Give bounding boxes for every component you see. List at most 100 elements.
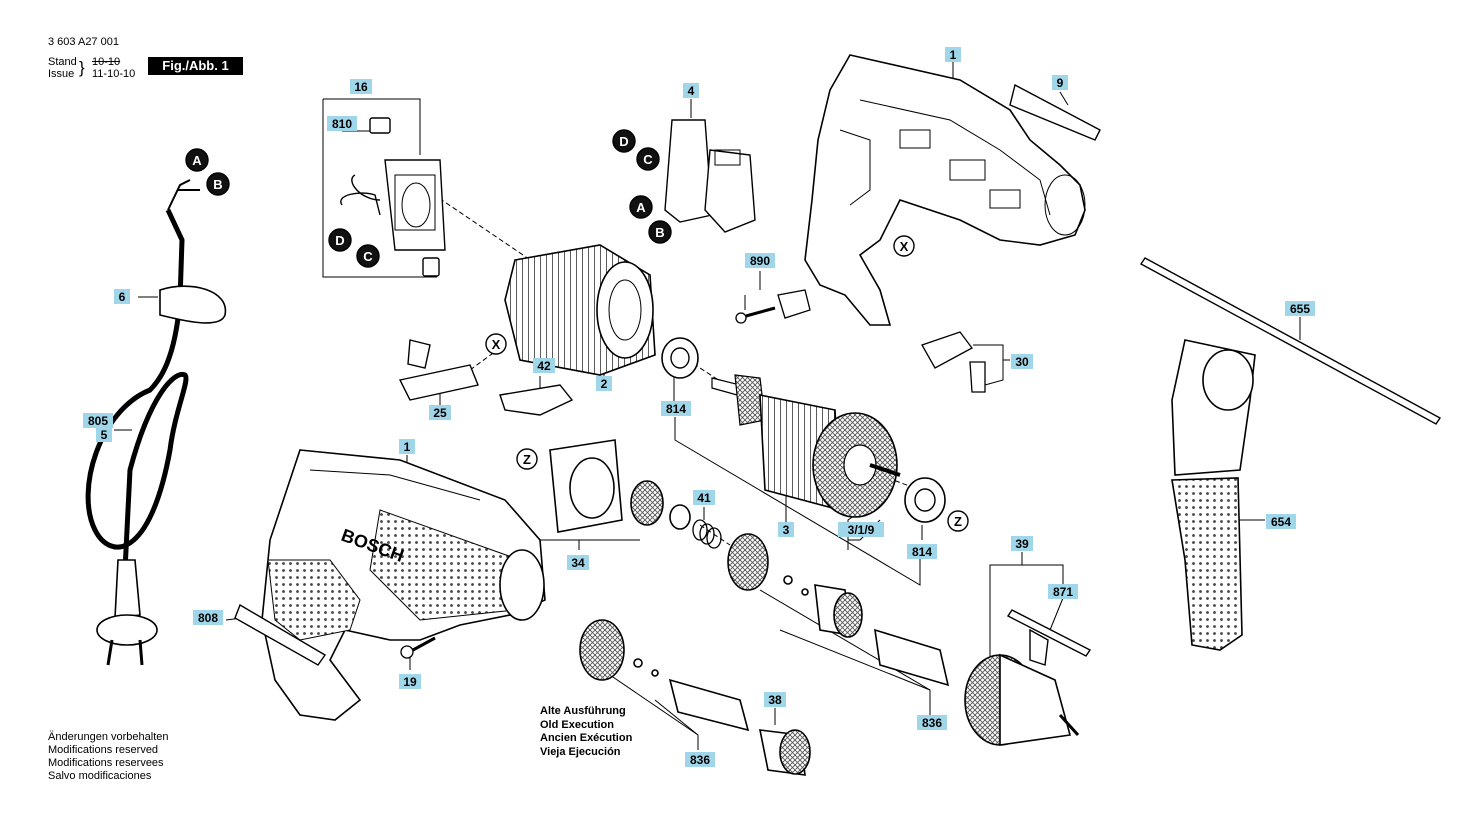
part-label-text: 34 (571, 556, 585, 570)
part-label-bg (1052, 75, 1068, 90)
stand-date: 10-10 (92, 56, 121, 68)
armature-part (711, 374, 901, 518)
part-label-bg (1011, 536, 1033, 551)
housing-half-part (804, 54, 1086, 326)
old-gear-part (579, 619, 811, 776)
part-label-p3: 3 (778, 522, 794, 537)
part-label-p9: 9 (1052, 75, 1068, 90)
part-label-p836b: 836 (685, 752, 715, 767)
part-label-p890: 890 (745, 253, 775, 268)
callout-circle (648, 220, 672, 244)
part-label-text: 814 (666, 402, 686, 416)
part-label-bg (83, 413, 113, 428)
part-label-text: 6 (119, 290, 126, 304)
part-label-bg (745, 253, 775, 268)
part-label-bg (685, 752, 715, 767)
screw-link-part (735, 289, 811, 324)
part-label-bg (1011, 354, 1033, 369)
switch-block-part (921, 331, 986, 393)
part-label-text: 890 (750, 254, 770, 268)
part-label-p4: 4 (683, 83, 699, 98)
gear-spindle-part (727, 533, 950, 687)
part-label-p814a: 814 (661, 401, 691, 416)
part-label-bg (1048, 584, 1078, 599)
part-label-text: 810 (332, 117, 352, 131)
callout-letter: X (900, 239, 909, 254)
wedge-part (1009, 83, 1101, 141)
part-label-bg (193, 610, 223, 625)
callout-letter: A (636, 200, 646, 215)
part-label-p30: 30 (1011, 354, 1033, 369)
part-label-p1b: 1 (399, 439, 415, 454)
callout-letter: A (192, 153, 202, 168)
part-label-text: 814 (912, 545, 932, 559)
part-label-p42: 42 (533, 358, 555, 373)
figure-label: Fig./Abb. 1 (148, 57, 243, 75)
note-es: Salvo modificaciones (48, 770, 152, 782)
part-label-text: 4 (688, 84, 695, 98)
callout-cZ1: Z (516, 448, 538, 470)
callout-letter: B (655, 225, 664, 240)
part-label-bg (596, 376, 612, 391)
part-label-p319: 3/1/9 (838, 522, 884, 537)
callout-cA1: A (185, 148, 209, 172)
part-label-p19: 19 (399, 674, 421, 689)
part-label-p2: 2 (596, 376, 612, 391)
cover-part (398, 339, 574, 416)
callout-circle (893, 235, 915, 257)
callout-cA2: A (629, 195, 653, 219)
stand-label: Stand (48, 56, 77, 68)
part-label-p6: 6 (114, 289, 130, 304)
note-en: Modifications reserved (48, 744, 159, 756)
part-label-p5: 5 (96, 427, 112, 442)
callout-circle (328, 228, 352, 252)
callout-circle (516, 448, 538, 470)
part-label-p655: 655 (1285, 301, 1315, 316)
chuck-part (964, 653, 1080, 746)
part-label-p654: 654 (1266, 514, 1296, 529)
bearing-part (904, 477, 946, 523)
note-fr: Modifications reservees (48, 757, 164, 769)
brace: } (79, 58, 85, 77)
part-label-p805: 805 (83, 413, 113, 428)
part-label-text: 654 (1271, 515, 1291, 529)
screw-part (400, 636, 436, 659)
callout-letter: X (492, 337, 501, 352)
part-label-p836a: 836 (917, 715, 947, 730)
part-label-text: 19 (403, 675, 417, 689)
part-label-bg (1266, 514, 1296, 529)
part-label-bg (693, 490, 715, 505)
aux-handle-part (1171, 339, 1256, 651)
part-label-text: 871 (1053, 585, 1073, 599)
part-label-bg (399, 439, 415, 454)
part-label-text: 836 (690, 753, 710, 767)
old-execution-es: Vieja Ejecución (540, 745, 621, 758)
drill-housing-part: BOSCH (261, 449, 546, 721)
part-label-bg (350, 79, 372, 94)
part-label-text: 5 (101, 428, 108, 442)
old-execution-note: Alte Ausführung Old Execution Ancien Exé… (540, 705, 632, 759)
part-label-p808: 808 (193, 610, 223, 625)
part-label-p41: 41 (693, 490, 715, 505)
part-label-text: 3 (783, 523, 790, 537)
part-label-p34: 34 (567, 555, 589, 570)
spring-part (692, 519, 722, 549)
switch-part (664, 119, 756, 233)
part-label-bg (917, 715, 947, 730)
part-label-text: 38 (768, 693, 782, 707)
callout-cD2: D (612, 129, 636, 153)
part-label-bg (429, 405, 451, 420)
part-label-bg (945, 47, 961, 62)
part-label-text: 836 (922, 716, 942, 730)
part-label-p16: 16 (350, 79, 372, 94)
field-stator-part (504, 244, 656, 376)
callout-cD1: D (328, 228, 352, 252)
callout-cC1: C (356, 244, 380, 268)
callout-circle (185, 148, 209, 172)
callout-letter: C (643, 152, 653, 167)
part-label-text: 16 (354, 80, 368, 94)
callout-letter: D (335, 233, 344, 248)
callout-circle (206, 172, 230, 196)
